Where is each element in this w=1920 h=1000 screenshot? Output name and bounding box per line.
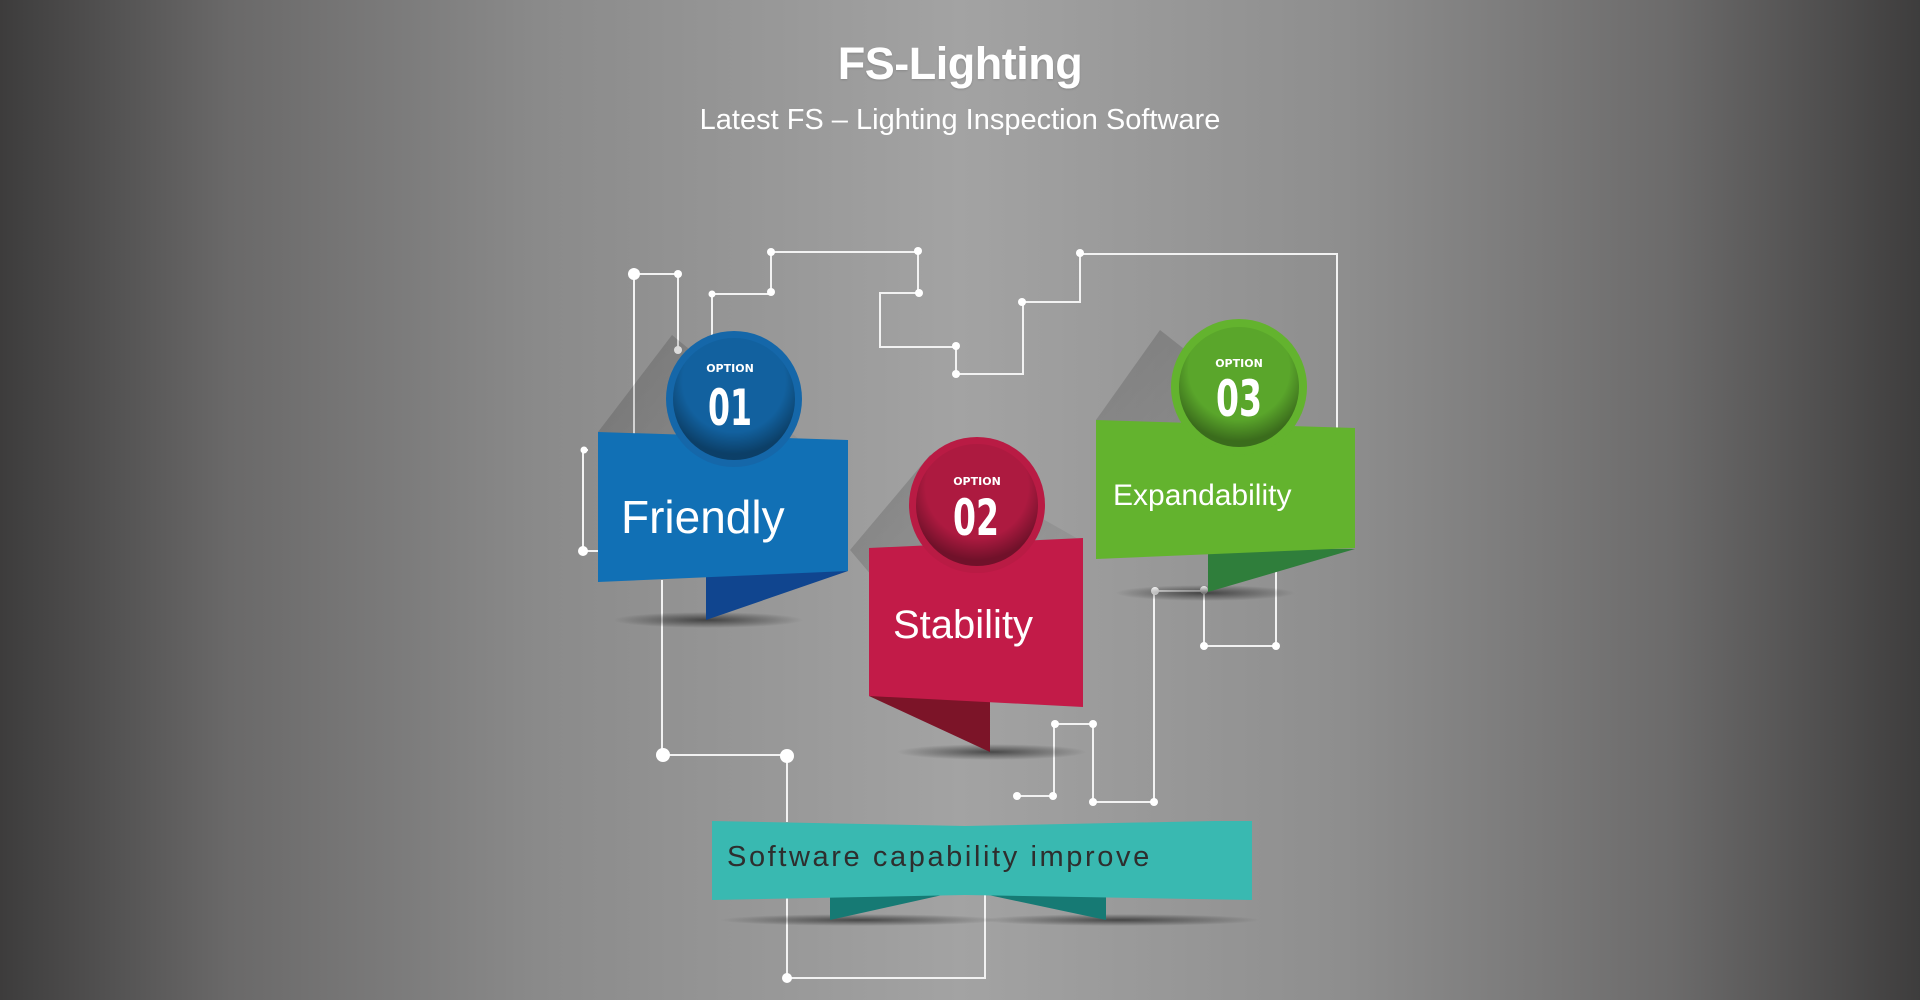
circuit-line — [582, 449, 598, 552]
circuit-node — [952, 370, 960, 378]
option-label: OPTION — [953, 475, 1001, 488]
circuit-node — [628, 268, 640, 280]
page-subtitle: Latest FS – Lighting Inspection Software — [699, 104, 1221, 136]
circuit-node — [656, 748, 670, 762]
circuit-node — [782, 973, 792, 983]
circuit-node — [1076, 249, 1084, 257]
banner-shadow — [980, 914, 1260, 926]
circuit-node — [1272, 642, 1280, 650]
banner-tail — [869, 696, 990, 752]
circuit-node — [914, 247, 922, 255]
option-label: OPTION — [706, 362, 754, 375]
circuit-node — [915, 289, 923, 297]
option-number: 02 — [953, 489, 999, 547]
banner-tail — [1208, 549, 1355, 592]
circuit-line — [661, 580, 788, 822]
circuit-node — [1089, 798, 1097, 806]
banner-shadow — [720, 914, 1000, 926]
circuit-line — [786, 890, 986, 979]
circuit-line — [711, 251, 1338, 428]
card-shadow — [897, 744, 1087, 760]
option-number: 01 — [708, 379, 752, 437]
circuit-node — [1200, 642, 1208, 650]
banner-tail-right — [965, 890, 1106, 920]
option-01-card: OPTION 01 Friendly — [598, 331, 848, 628]
circuit-node — [1049, 792, 1057, 800]
banner-tail-left — [830, 890, 965, 920]
card-shadow — [1115, 585, 1295, 601]
circuit-node — [708, 290, 716, 298]
option-title: Expandability — [1113, 479, 1291, 512]
option-number: 03 — [1216, 370, 1262, 428]
circuit-node — [780, 749, 794, 763]
footer-banner: Software capability improve — [712, 821, 1260, 926]
banner-body — [598, 432, 848, 582]
circuit-node — [1089, 720, 1097, 728]
banner-body — [869, 538, 1083, 707]
circuit-line — [1017, 590, 1204, 803]
card-shadow — [613, 612, 803, 628]
circuit-node — [578, 546, 588, 556]
circuit-node — [580, 446, 588, 454]
option-title: Friendly — [621, 491, 785, 543]
option-title: Stability — [893, 603, 1033, 647]
circuit-node — [1018, 298, 1026, 306]
circuit-node — [767, 288, 775, 296]
banner-body — [1096, 420, 1355, 559]
circuit-node — [767, 248, 775, 256]
circuit-node — [674, 270, 682, 278]
option-label: OPTION — [1215, 357, 1263, 370]
circuit-node — [1150, 798, 1158, 806]
banner-body — [712, 821, 1252, 900]
footer-banner-text: Software capability improve — [727, 841, 1152, 873]
option-03-card: OPTION 03 Expandability — [1096, 319, 1355, 601]
circuit-line — [1203, 565, 1277, 647]
page-title: FS-Lighting — [837, 38, 1083, 89]
circuit-lines — [582, 251, 1338, 979]
circuit-node — [952, 342, 960, 350]
option-02-card: OPTION 02 Stability — [850, 437, 1087, 760]
circuit-node — [1051, 720, 1059, 728]
circuit-node — [1013, 792, 1021, 800]
